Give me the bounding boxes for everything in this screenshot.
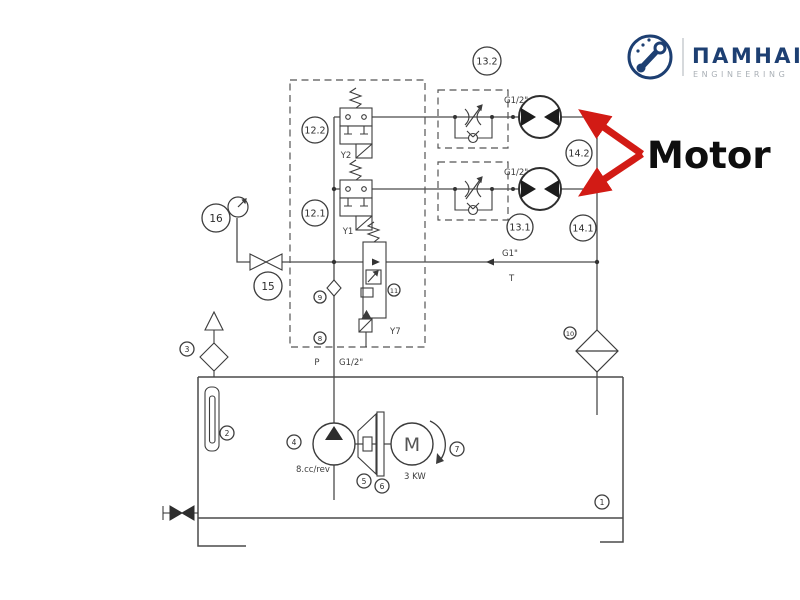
return-filter: [575, 329, 619, 373]
logo-mark-icon: [627, 34, 673, 80]
hydraulic-motor-bottom: [518, 167, 562, 211]
flow-arrow-right: [372, 258, 380, 266]
balloon-13-1: 13.1: [509, 223, 530, 234]
flow-arrow-left: [486, 258, 494, 266]
port-label-p: P: [314, 358, 319, 368]
motor-annotation-label: Motor: [647, 134, 771, 177]
solenoid-valve-y2: [339, 87, 373, 159]
electric-motor: M: [390, 420, 446, 466]
check-valve: [326, 279, 342, 297]
balloon-9: 9: [318, 294, 322, 302]
coupling-bellhousing: [357, 411, 385, 477]
hydraulic-pump: [312, 422, 356, 466]
balloon-11: 11: [390, 287, 398, 295]
balloon-numbers: 12.2 12.1 13.2 13.1 14.1 14.2 15 16 1 2 …: [185, 57, 605, 508]
balloon-1: 1: [600, 498, 605, 507]
hydraulic-motor-top: [518, 95, 562, 139]
drain-valve: [162, 505, 198, 521]
balloons: [179, 46, 610, 510]
balloon-7: 7: [455, 445, 460, 454]
annotation-arrow-top: [578, 109, 645, 157]
flow-control-dashed-box-top: [437, 89, 509, 149]
brand-subtitle: ENGINEERING: [693, 70, 788, 79]
balloon-4: 4: [292, 438, 297, 447]
balloon-14-2: 14.2: [568, 149, 589, 160]
spring-symbol: [366, 221, 381, 243]
pressure-gauge: [227, 196, 249, 218]
level-gauge: [204, 386, 220, 452]
spring-symbol: [348, 87, 363, 109]
brand-name: ПAMHAI: [692, 44, 800, 68]
flow-control-valve-bottom: [454, 176, 493, 216]
balloon-15: 15: [261, 281, 274, 293]
balloon-14-1: 14.1: [572, 224, 593, 235]
valve-y1-label: Y1: [342, 227, 354, 237]
flow-control-valve-top: [454, 104, 493, 144]
balloon-6: 6: [380, 482, 385, 491]
relief-valve-y7: [358, 221, 387, 347]
balloon-5: 5: [362, 477, 367, 486]
balloon-10: 10: [566, 330, 574, 338]
balloon-13-2: 13.2: [476, 57, 497, 68]
balloon-8: 8: [318, 335, 322, 343]
solenoid-valve-y1: [339, 159, 373, 231]
balloon-12-2: 12.2: [304, 126, 325, 137]
shutoff-valve: [249, 253, 283, 271]
flow-control-dashed-box-bottom: [437, 161, 509, 221]
valve-y7-label: Y7: [389, 327, 401, 337]
port-label-g12-pump: G1/2": [339, 358, 363, 368]
pump-displacement-label: 8.cc/rev: [296, 465, 330, 475]
oil-tank: [197, 376, 624, 547]
breather-filter: [199, 310, 229, 377]
motor-m-symbol: M: [404, 434, 420, 456]
valve-y2-label: Y2: [340, 151, 352, 161]
motor-annotation: Motor: [578, 109, 771, 197]
balloon-16: 16: [209, 213, 223, 225]
port-label-t: T: [508, 274, 515, 284]
port-label-g1: G1": [502, 249, 518, 259]
balloon-3: 3: [185, 345, 190, 354]
balloon-12-1: 12.1: [304, 209, 325, 220]
rotation-arrow: [429, 420, 446, 460]
annotation-arrow-bottom: [578, 151, 644, 197]
port-label-g12-top: G1/2": [504, 96, 528, 106]
port-label-g12-bottom: G1/2": [504, 168, 528, 178]
spring-symbol: [348, 159, 363, 181]
company-logo: ПAMHAI ENGINEERING: [627, 34, 800, 80]
balloon-2: 2: [225, 429, 230, 438]
motor-power-label: 3 KW: [404, 472, 426, 482]
manifold-dashed-box: [289, 79, 426, 348]
